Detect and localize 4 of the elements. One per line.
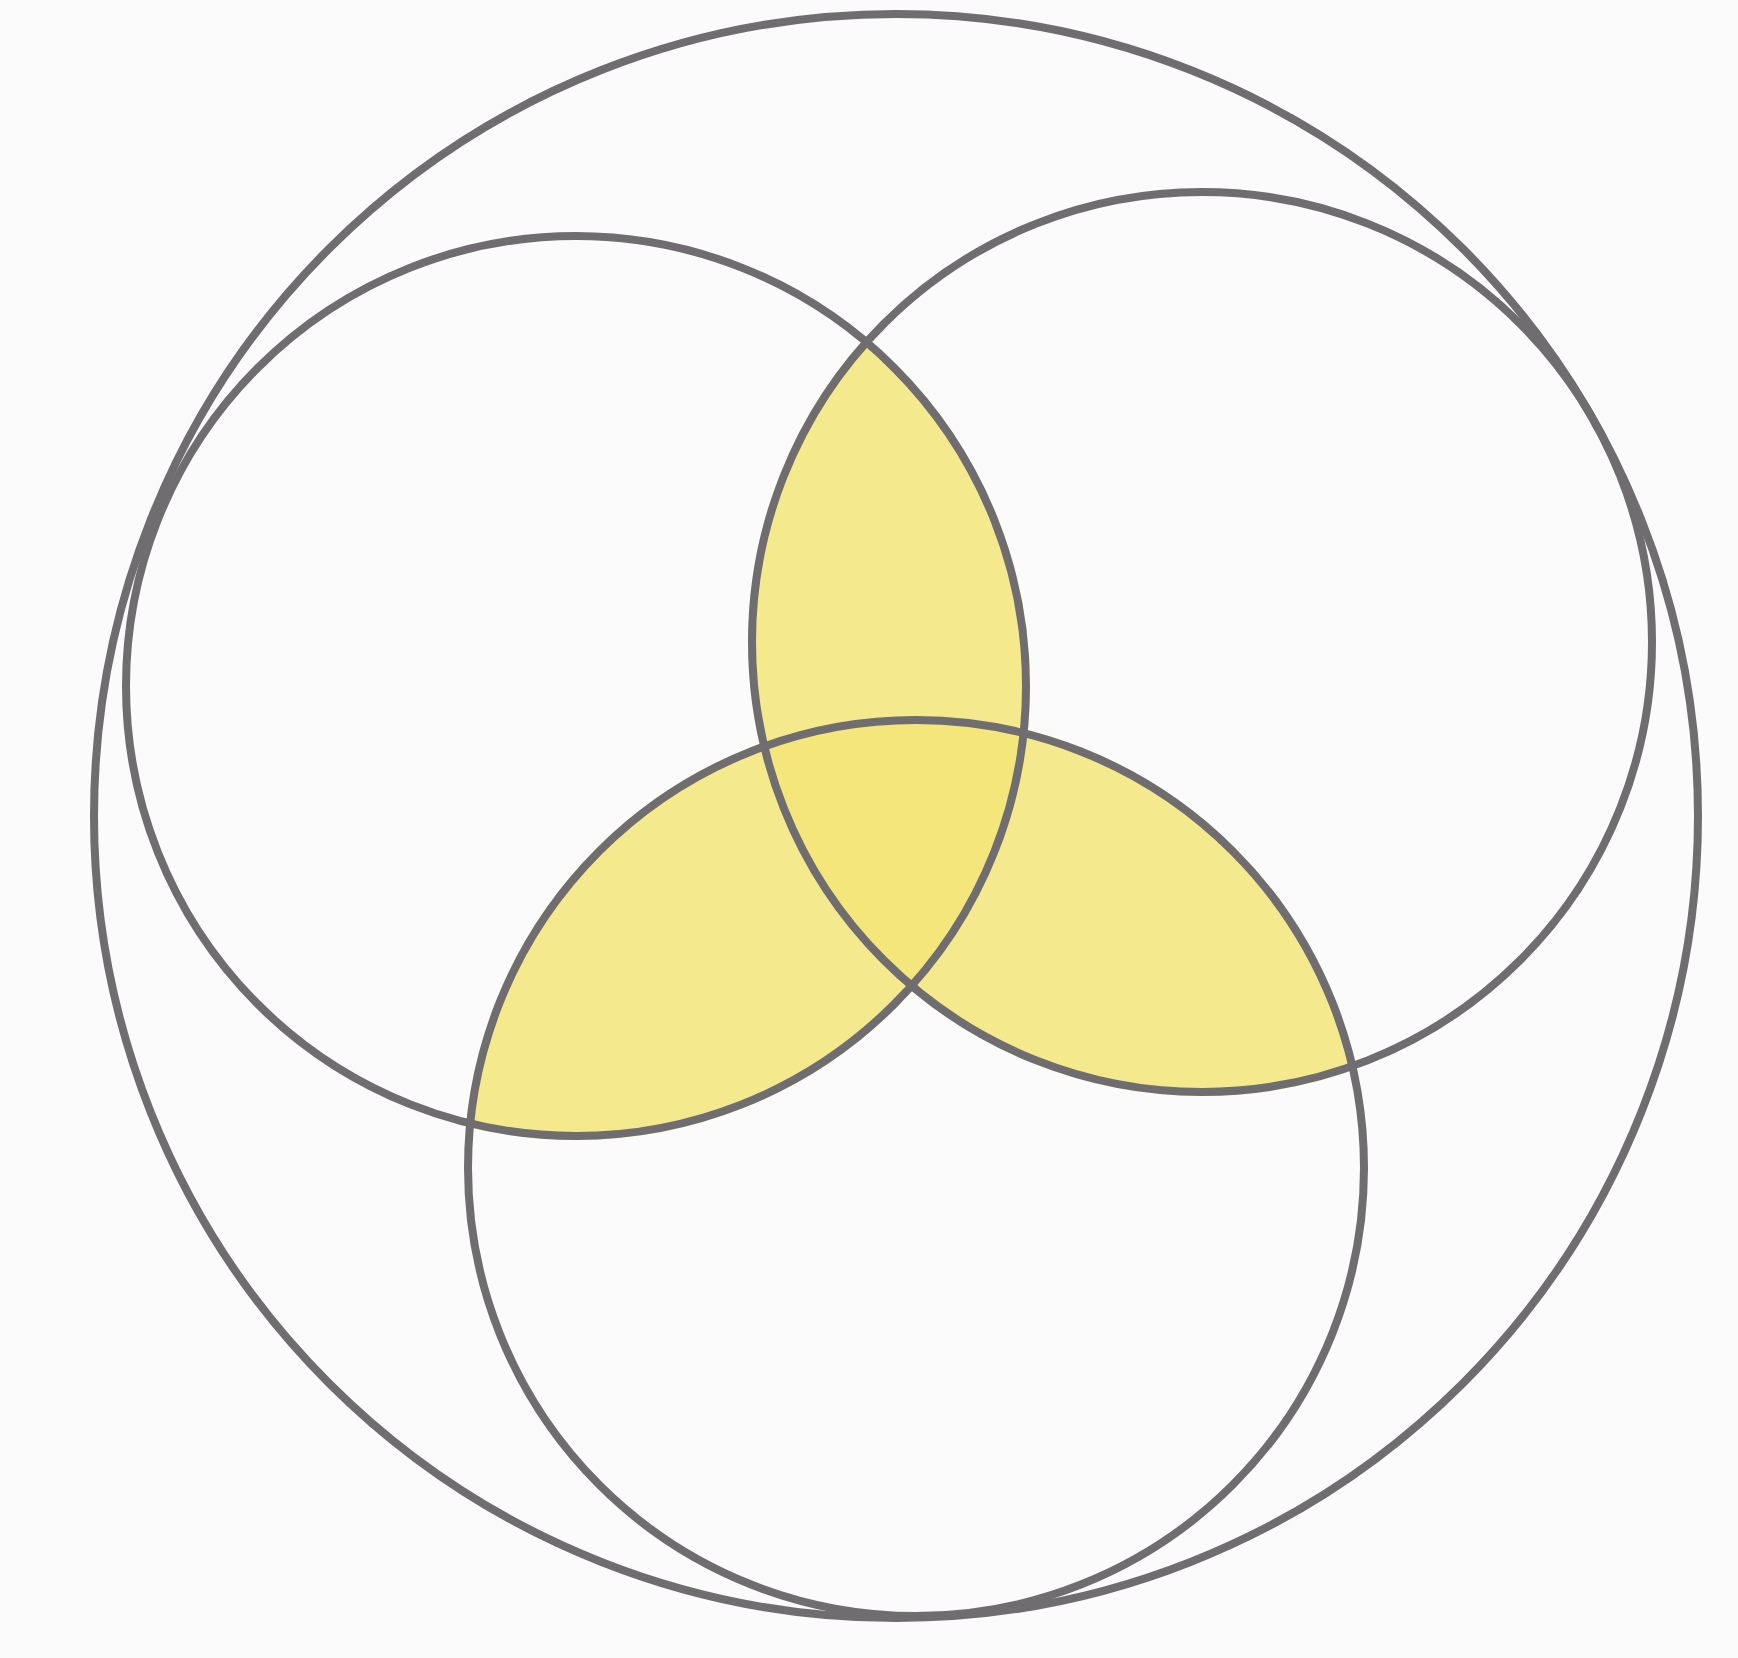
- circle-outline: [748, 188, 1656, 1096]
- circle-outline: [90, 10, 1702, 1622]
- circle-outline: [464, 716, 1368, 1620]
- circle-outline: [122, 232, 1030, 1140]
